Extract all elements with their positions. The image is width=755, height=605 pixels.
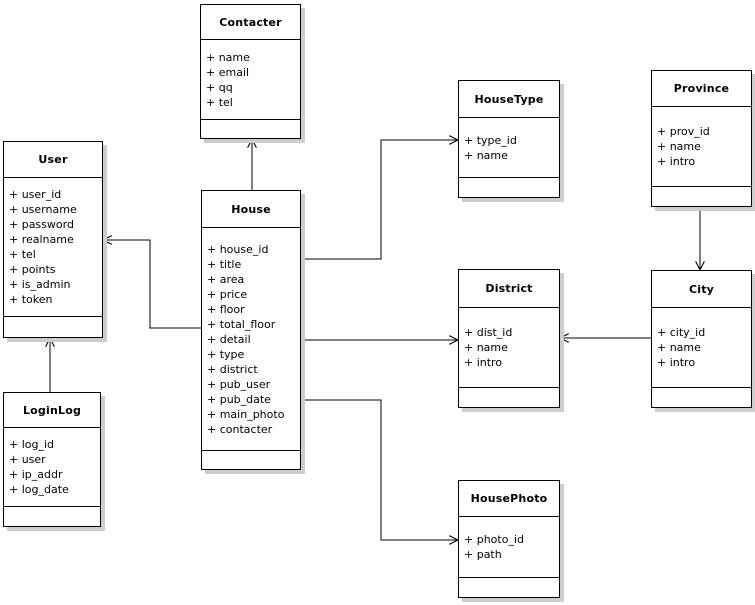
class-attribute: + realname [9, 233, 74, 246]
class-attribute: + name [464, 148, 508, 162]
class-attribute: + house_id [207, 242, 269, 256]
class-box-user[interactable]: User + user_id + username + password + real… [3, 141, 103, 338]
class-methods-empty [459, 178, 559, 197]
class-name: City [652, 271, 751, 308]
class-box-housephoto[interactable]: HousePhoto + photo_id + path [458, 480, 560, 598]
class-name: HouseType [459, 81, 559, 118]
class-box-loginlog[interactable]: LoginLog + log_id + user + ip_addr + log_da… [3, 392, 101, 527]
class-name: Province [652, 71, 751, 107]
class-attribute: + user [9, 453, 46, 466]
edge-house-housephoto [301, 399, 458, 540]
class-attribute: + tel [206, 95, 233, 109]
class-attribute: + city_id [657, 326, 706, 339]
class-attributes: + log_id + user + ip_addr + log_date [4, 428, 100, 507]
class-attribute: + district [207, 362, 258, 376]
class-name: HousePhoto [459, 481, 559, 517]
class-attribute: + title [207, 257, 242, 271]
class-attribute: + area [207, 272, 245, 286]
class-attributes: + house_id+ title+ area+ price+ floor+ t… [202, 228, 300, 451]
class-box-district[interactable]: District + dist_id + name + intro [458, 269, 560, 408]
class-attribute: + email [206, 65, 250, 79]
class-attributes: + dist_id + name + intro [459, 308, 559, 388]
class-attribute: + name [657, 140, 701, 153]
class-attributes: + prov_id + name + intro [652, 107, 751, 187]
class-attribute: + main_photo [207, 407, 285, 421]
class-attributes: + user_id + username + password + realname +… [4, 178, 102, 317]
class-methods-empty [652, 187, 751, 206]
class-attribute: + name [464, 341, 508, 354]
class-attribute: + price [207, 287, 248, 301]
edge-house-user [103, 240, 201, 329]
class-attribute: + contacter [207, 422, 273, 436]
class-methods-empty [652, 388, 751, 407]
class-attribute: + tel [9, 248, 36, 261]
class-attribute: + name [206, 50, 250, 64]
class-attribute: + log_date [9, 483, 69, 496]
class-box-house[interactable]: House + house_id+ title+ area+ price+ fl… [201, 190, 301, 470]
class-attribute: + log_id [9, 438, 55, 451]
class-methods-empty [201, 120, 300, 138]
class-name: LoginLog [4, 393, 100, 428]
class-name: Contacter [201, 5, 300, 40]
class-attribute: + prov_id [657, 125, 710, 138]
class-attribute: + ip_addr [9, 468, 63, 481]
class-methods-empty [202, 451, 300, 469]
class-attribute: + points [9, 263, 56, 276]
class-attributes: + name+ email+ qq+ tel [201, 40, 300, 120]
class-attribute: + pub_user [207, 377, 271, 391]
class-attribute: + type_id [464, 133, 517, 147]
class-name: District [459, 270, 559, 308]
class-attribute: + is_admin [9, 278, 71, 291]
class-attribute: + token [9, 293, 53, 306]
class-attribute: + intro [464, 356, 503, 369]
class-methods-empty [459, 388, 559, 407]
class-attribute: + qq [206, 80, 233, 94]
class-name: User [4, 142, 102, 178]
class-attribute: + floor [207, 302, 245, 316]
class-attribute: + dist_id [464, 326, 513, 339]
class-attribute: + name [657, 341, 701, 354]
class-box-city[interactable]: City + city_id + name + intro [651, 270, 752, 408]
class-attributes: + photo_id + path [459, 517, 559, 578]
class-attribute: + password [9, 218, 74, 231]
class-attribute: + total_floor [207, 317, 276, 331]
class-attribute: + username [9, 203, 77, 216]
class-attribute: + detail [207, 332, 251, 346]
class-attribute: + path [464, 548, 502, 561]
class-attribute: + intro [657, 155, 696, 168]
class-attribute: + user_id [9, 188, 62, 201]
class-methods-empty [459, 578, 559, 597]
class-methods-empty [4, 507, 100, 526]
class-name: House [202, 191, 300, 228]
class-attribute: + photo_id [464, 533, 524, 546]
class-attribute: + intro [657, 356, 696, 369]
class-box-housetype[interactable]: HouseType + type_id+ name [458, 80, 560, 198]
class-attribute: + type [207, 347, 245, 361]
class-attributes: + type_id+ name [459, 118, 559, 178]
class-attribute: + pub_date [207, 392, 271, 406]
class-attributes: + city_id + name + intro [652, 308, 751, 388]
class-box-contacter[interactable]: Contacter + name+ email+ qq+ tel [200, 4, 301, 139]
class-methods-empty [4, 317, 102, 337]
class-box-province[interactable]: Province + prov_id + name + intro [651, 70, 752, 207]
edge-house-housetype [301, 140, 458, 260]
